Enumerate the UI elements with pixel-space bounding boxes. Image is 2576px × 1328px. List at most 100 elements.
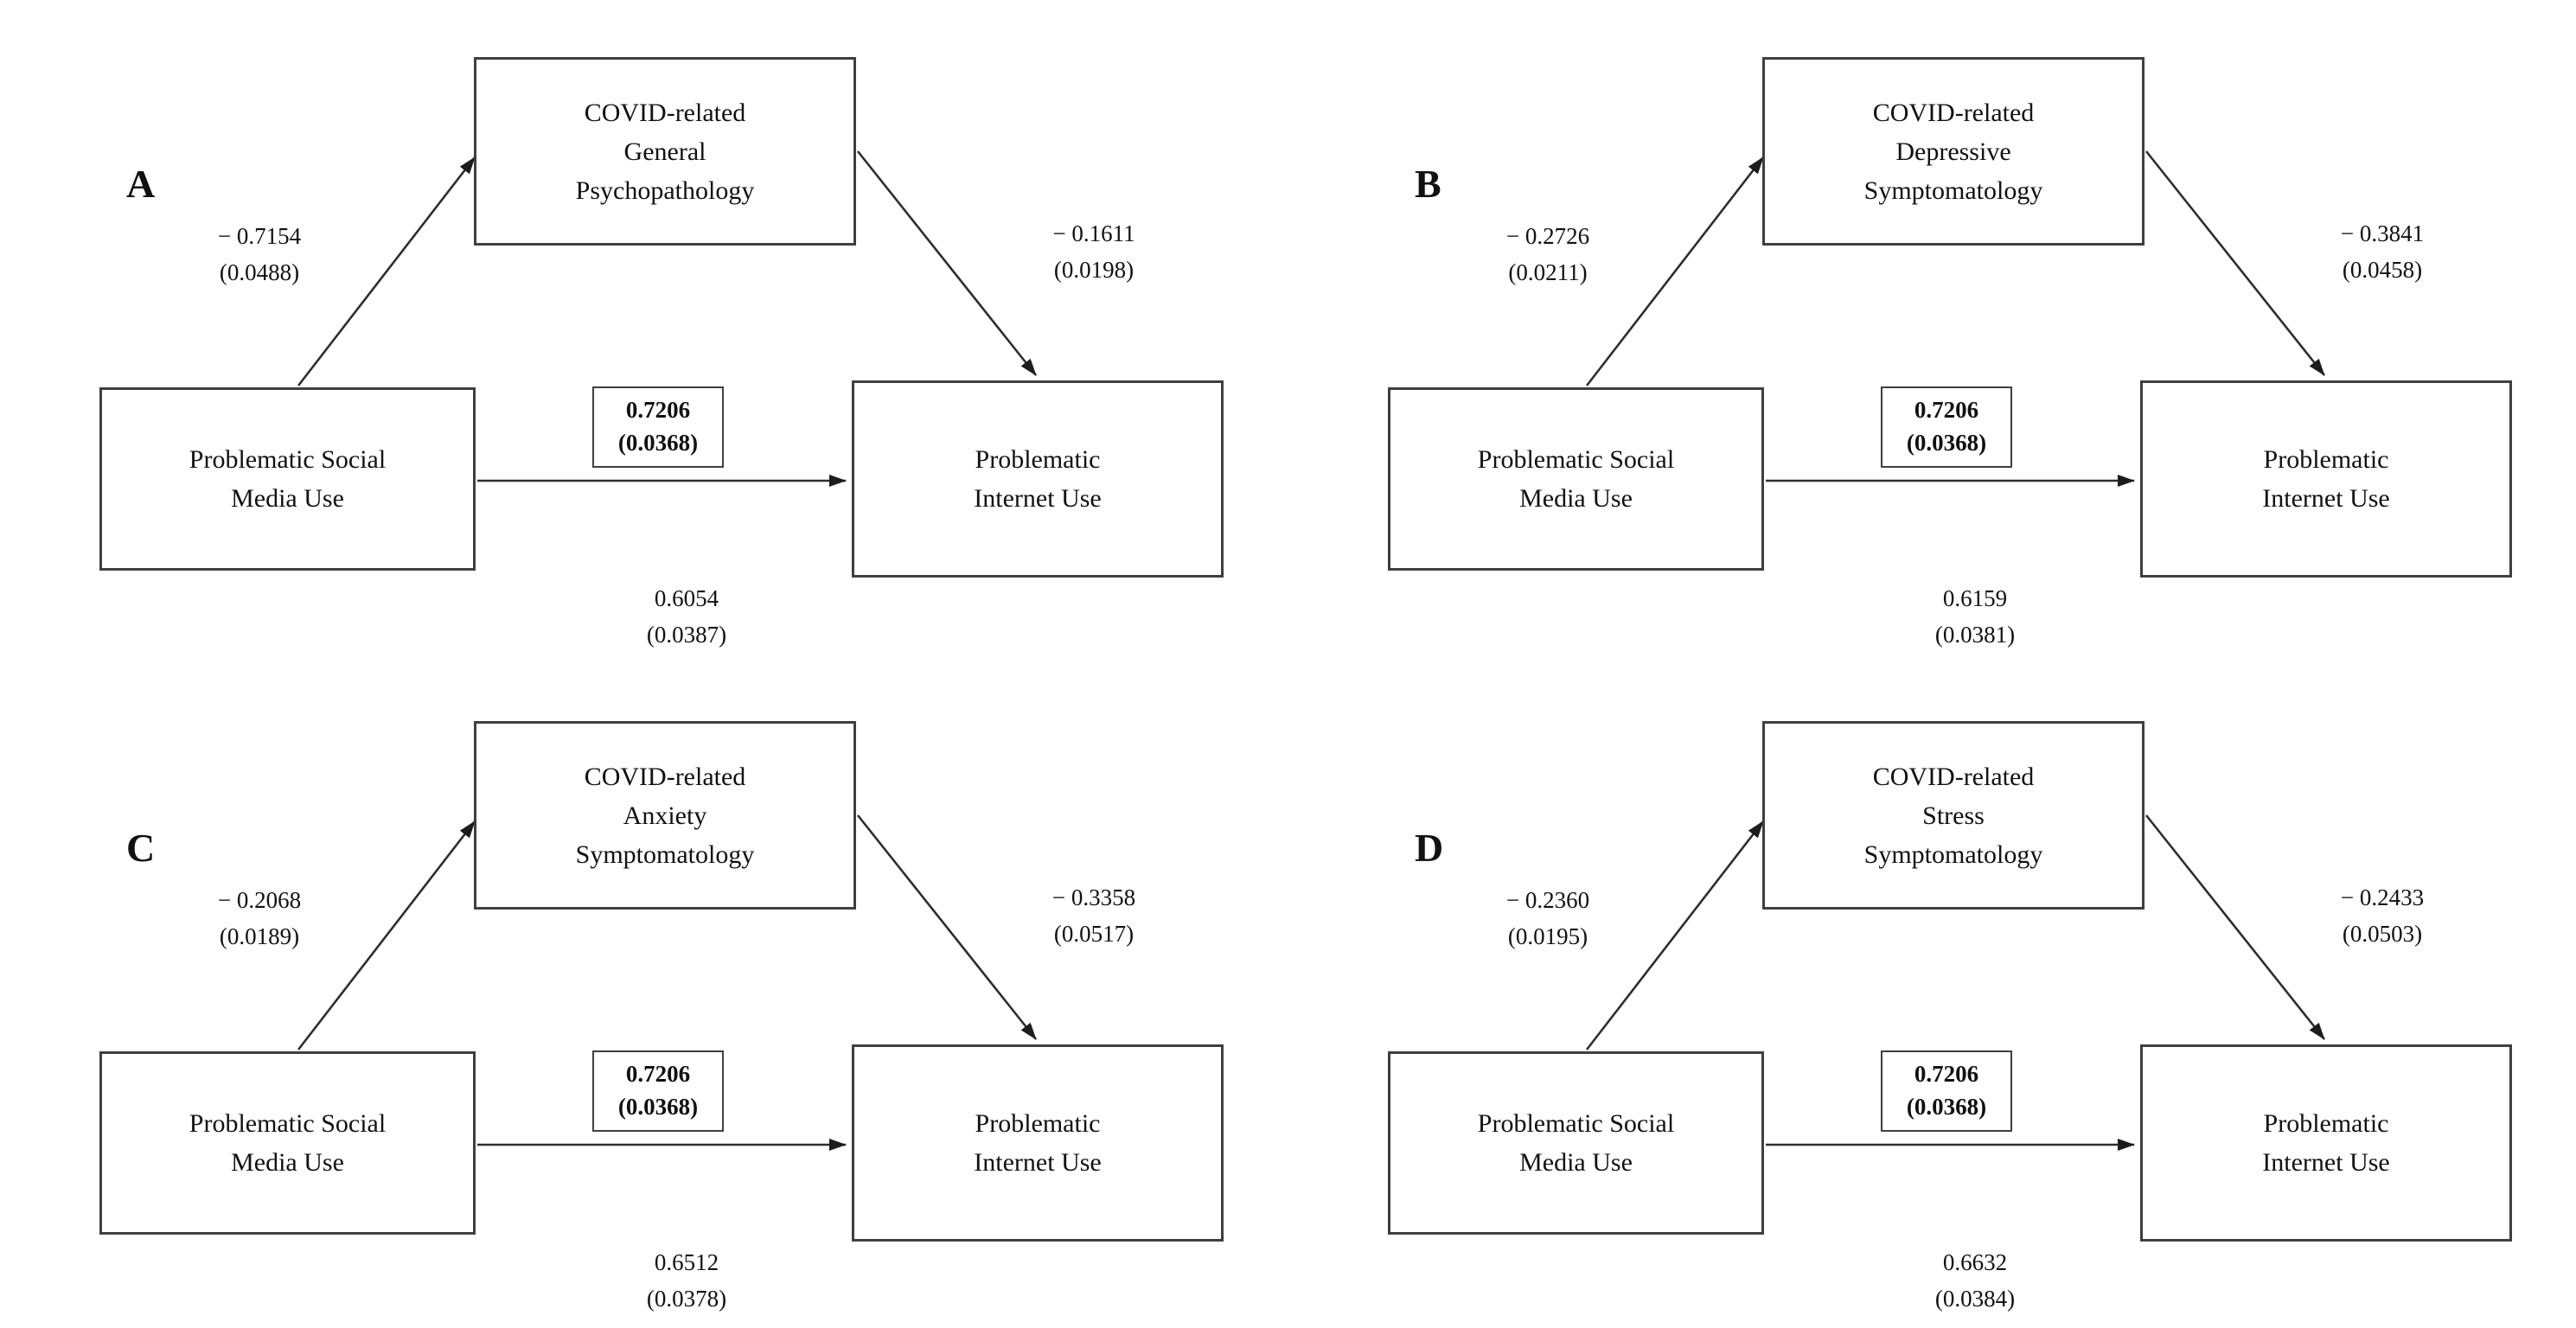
path-to-outcome-coefficient: − 0.1611 (0.0198) bbox=[975, 216, 1212, 289]
coefficient-se: (0.0381) bbox=[1934, 621, 2016, 648]
arrow-mediator-to-outcome bbox=[856, 150, 1038, 376]
mediator-label-line: General bbox=[623, 137, 706, 166]
coefficient-value: 0.6512 bbox=[654, 1249, 719, 1275]
outcome-box: Problematic Internet Use bbox=[852, 380, 1224, 578]
mediator-box: COVID-related Depressive Symptomatology bbox=[1762, 57, 2145, 246]
coefficient-se: (0.0368) bbox=[617, 430, 699, 456]
coefficient-value: − 0.2068 bbox=[217, 887, 302, 913]
coefficient-se: (0.0368) bbox=[1906, 1094, 1987, 1120]
boxed-direct-path-coefficient: 0.7206 (0.0368) bbox=[1881, 386, 2012, 468]
coefficient-value: − 0.3841 bbox=[2340, 220, 2425, 246]
coefficient-se: (0.0458) bbox=[2342, 256, 2423, 283]
path-to-outcome-coefficient: − 0.2433 (0.0503) bbox=[2264, 880, 2501, 953]
coefficient-value: − 0.2433 bbox=[2340, 884, 2425, 910]
coefficient-se: (0.0368) bbox=[1906, 430, 1987, 456]
mediator-label-line: Depressive bbox=[1895, 137, 2011, 166]
predictor-label-line: Problematic Social bbox=[189, 445, 387, 474]
panel-c: C COVID-related Anxiety Symptomatology P… bbox=[0, 664, 1288, 1328]
coefficient-value: 0.7206 bbox=[1914, 397, 1979, 424]
mediator-label-line: COVID-related bbox=[584, 98, 746, 127]
coefficient-se: (0.0368) bbox=[617, 1094, 699, 1120]
boxed-direct-path-coefficient: 0.7206 (0.0368) bbox=[592, 386, 724, 468]
panel-label: C bbox=[126, 826, 156, 870]
panel-label: D bbox=[1415, 826, 1444, 870]
mediator-label-line: Anxiety bbox=[623, 801, 707, 830]
lower-direct-path-coefficient: 0.6512 (0.0378) bbox=[576, 1245, 797, 1318]
path-to-outcome-coefficient: − 0.3841 (0.0458) bbox=[2264, 216, 2501, 289]
panel-label: A bbox=[126, 162, 156, 206]
outcome-box: Problematic Internet Use bbox=[2140, 380, 2512, 578]
path-arrows bbox=[1585, 150, 2326, 487]
arrow-predictor-to-mediator bbox=[1585, 820, 1765, 1050]
coefficient-value: 0.6632 bbox=[1942, 1249, 2008, 1275]
coefficient-se: (0.0503) bbox=[2342, 920, 2423, 947]
predictor-box: Problematic Social Media Use bbox=[1388, 387, 1764, 571]
arrow-predictor-to-mediator bbox=[297, 820, 476, 1050]
outcome-box: Problematic Internet Use bbox=[2140, 1044, 2512, 1242]
mediator-label-line: Symptomatology bbox=[575, 840, 755, 869]
path-arrows bbox=[297, 814, 1038, 1151]
outcome-label-line: Internet Use bbox=[2262, 1148, 2390, 1177]
outcome-box: Problematic Internet Use bbox=[852, 1044, 1224, 1242]
mediator-label-line: Symptomatology bbox=[1863, 176, 2043, 205]
predictor-label-line: Problematic Social bbox=[189, 1109, 387, 1138]
predictor-label-line: Media Use bbox=[1519, 484, 1633, 513]
outcome-label-line: Problematic bbox=[2263, 445, 2389, 474]
path-arrows bbox=[1585, 814, 2326, 1151]
lower-direct-path-coefficient: 0.6632 (0.0384) bbox=[1864, 1245, 2086, 1318]
path-to-mediator-coefficient: − 0.2726 (0.0211) bbox=[1437, 219, 1659, 291]
outcome-label-line: Internet Use bbox=[974, 1148, 1102, 1177]
arrow-predictor-to-mediator bbox=[297, 156, 476, 386]
coefficient-value: − 0.1611 bbox=[1052, 220, 1135, 246]
coefficient-value: − 0.2726 bbox=[1505, 223, 1590, 249]
outcome-label-line: Internet Use bbox=[2262, 484, 2390, 513]
boxed-direct-path-coefficient: 0.7206 (0.0368) bbox=[592, 1050, 724, 1132]
coefficient-value: 0.6159 bbox=[1942, 585, 2008, 611]
coefficient-value: − 0.2360 bbox=[1505, 887, 1590, 913]
outcome-label-line: Problematic bbox=[975, 445, 1101, 474]
predictor-box: Problematic Social Media Use bbox=[99, 387, 476, 571]
mediator-label-line: COVID-related bbox=[1872, 762, 2035, 791]
arrow-mediator-to-outcome bbox=[856, 814, 1038, 1040]
coefficient-se: (0.0198) bbox=[1053, 256, 1135, 283]
mediator-box: COVID-related General Psychopathology bbox=[474, 57, 856, 246]
predictor-label-line: Media Use bbox=[1519, 1148, 1633, 1177]
outcome-label-line: Internet Use bbox=[974, 484, 1102, 513]
predictor-box: Problematic Social Media Use bbox=[1388, 1051, 1764, 1235]
coefficient-se: (0.0387) bbox=[646, 621, 727, 648]
coefficient-se: (0.0211) bbox=[1508, 259, 1588, 285]
coefficient-se: (0.0384) bbox=[1934, 1285, 2016, 1312]
path-to-mediator-coefficient: − 0.7154 (0.0488) bbox=[149, 219, 370, 291]
path-to-outcome-coefficient: − 0.3358 (0.0517) bbox=[975, 880, 1212, 953]
panel-b: B COVID-related Depressive Symptomatolog… bbox=[1288, 0, 2576, 664]
arrow-predictor-to-mediator bbox=[1585, 156, 1765, 386]
mediator-box: COVID-related Anxiety Symptomatology bbox=[474, 721, 856, 910]
coefficient-se: (0.0189) bbox=[219, 923, 300, 949]
coefficient-value: 0.7206 bbox=[1914, 1061, 1979, 1088]
mediator-label-line: Symptomatology bbox=[1863, 840, 2043, 869]
coefficient-value: − 0.3358 bbox=[1051, 884, 1136, 910]
path-arrows bbox=[297, 150, 1038, 487]
path-to-mediator-coefficient: − 0.2360 (0.0195) bbox=[1437, 883, 1659, 955]
mediator-label-line: COVID-related bbox=[1872, 98, 2035, 127]
outcome-label-line: Problematic bbox=[975, 1109, 1101, 1138]
coefficient-value: 0.6054 bbox=[654, 585, 719, 611]
coefficient-se: (0.0488) bbox=[219, 259, 300, 285]
path-to-mediator-coefficient: − 0.2068 (0.0189) bbox=[149, 883, 370, 955]
lower-direct-path-coefficient: 0.6054 (0.0387) bbox=[576, 581, 797, 654]
coefficient-se: (0.0195) bbox=[1507, 923, 1588, 949]
coefficient-value: 0.7206 bbox=[625, 397, 691, 424]
predictor-label-line: Media Use bbox=[231, 1148, 344, 1177]
panel-label: B bbox=[1415, 162, 1441, 206]
coefficient-se: (0.0517) bbox=[1053, 920, 1135, 947]
mediator-label-line: Psychopathology bbox=[575, 176, 755, 205]
predictor-label-line: Media Use bbox=[231, 484, 344, 513]
mediator-label-line: Stress bbox=[1922, 801, 1985, 830]
predictor-box: Problematic Social Media Use bbox=[99, 1051, 476, 1235]
mediator-label-line: COVID-related bbox=[584, 762, 746, 791]
mediator-box: COVID-related Stress Symptomatology bbox=[1762, 721, 2145, 910]
outcome-label-line: Problematic bbox=[2263, 1109, 2389, 1138]
coefficient-se: (0.0378) bbox=[646, 1285, 727, 1312]
predictor-label-line: Problematic Social bbox=[1477, 445, 1675, 474]
